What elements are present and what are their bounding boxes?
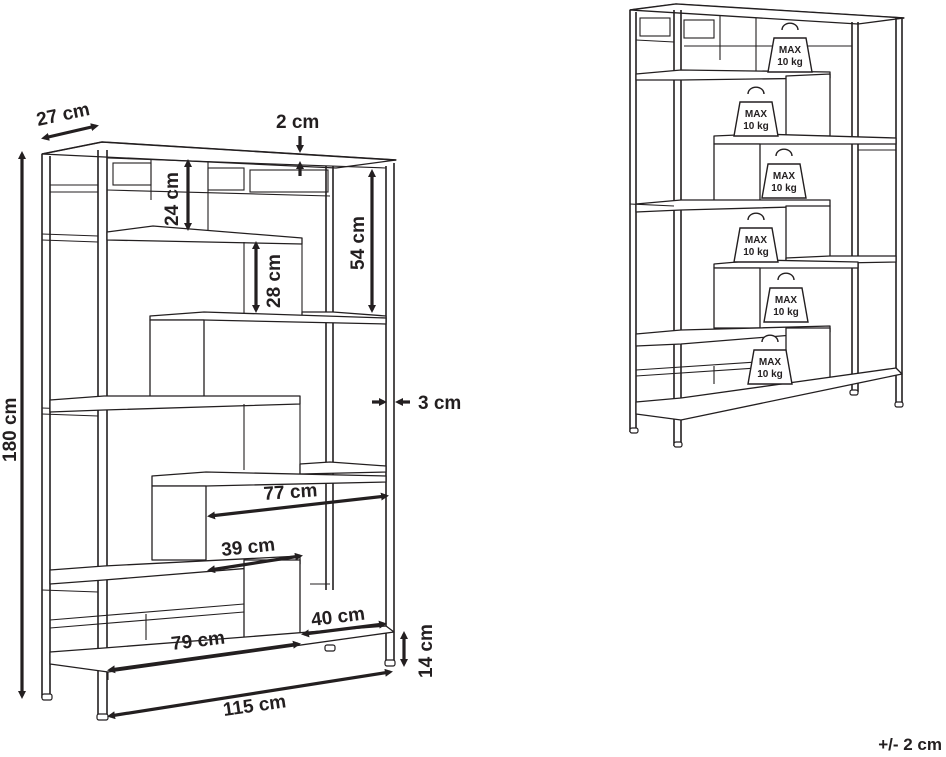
dim-depth: 27 cm [35,99,92,131]
weight-icon [781,22,799,31]
load-badge-2: MAX 10 kg [733,86,779,137]
dim-width-39: 39 cm [220,534,276,561]
dim-height: 180 cm [0,398,21,462]
load-badge-5: MAX 10 kg [763,272,809,323]
load-badge-6: MAX 10 kg [747,334,793,385]
svg-text:10 kg: 10 kg [777,57,803,68]
svg-text:10 kg: 10 kg [773,307,799,318]
svg-text:MAX: MAX [775,295,798,306]
dim-gap-24: 24 cm [162,172,183,226]
dimensioned-shelf: 27 cm 2 cm 180 cm 24 cm 28 cm 54 cm 3 cm… [0,99,461,721]
load-capacity-shelf [629,3,905,448]
load-badge-4: MAX 10 kg [733,212,779,263]
weight-icon [761,334,779,343]
dim-gap-28: 28 cm [264,254,285,308]
svg-text:MAX: MAX [745,235,768,246]
tolerance-note: +/- 2 cm [878,735,942,754]
svg-text:MAX: MAX [773,171,796,182]
svg-text:MAX: MAX [779,45,802,56]
svg-text:10 kg: 10 kg [743,247,769,258]
svg-text:MAX: MAX [759,357,782,368]
weight-icon [747,86,765,95]
svg-text:10 kg: 10 kg [771,183,797,194]
weight-icon [775,148,793,157]
svg-text:MAX: MAX [745,109,768,120]
dim-leg-height: 14 cm [416,624,437,678]
dim-panel-thickness: 2 cm [276,112,319,133]
svg-text:10 kg: 10 kg [757,369,783,380]
weight-icon [747,212,765,221]
load-badge-3: MAX 10 kg [761,148,807,199]
dim-width-77: 77 cm [263,480,318,505]
svg-text:10 kg: 10 kg [743,121,769,132]
dim-side-thickness: 3 cm [418,393,461,414]
weight-icon [777,272,795,281]
load-badge-1: MAX 10 kg [767,22,813,73]
dim-gap-54: 54 cm [348,216,369,270]
